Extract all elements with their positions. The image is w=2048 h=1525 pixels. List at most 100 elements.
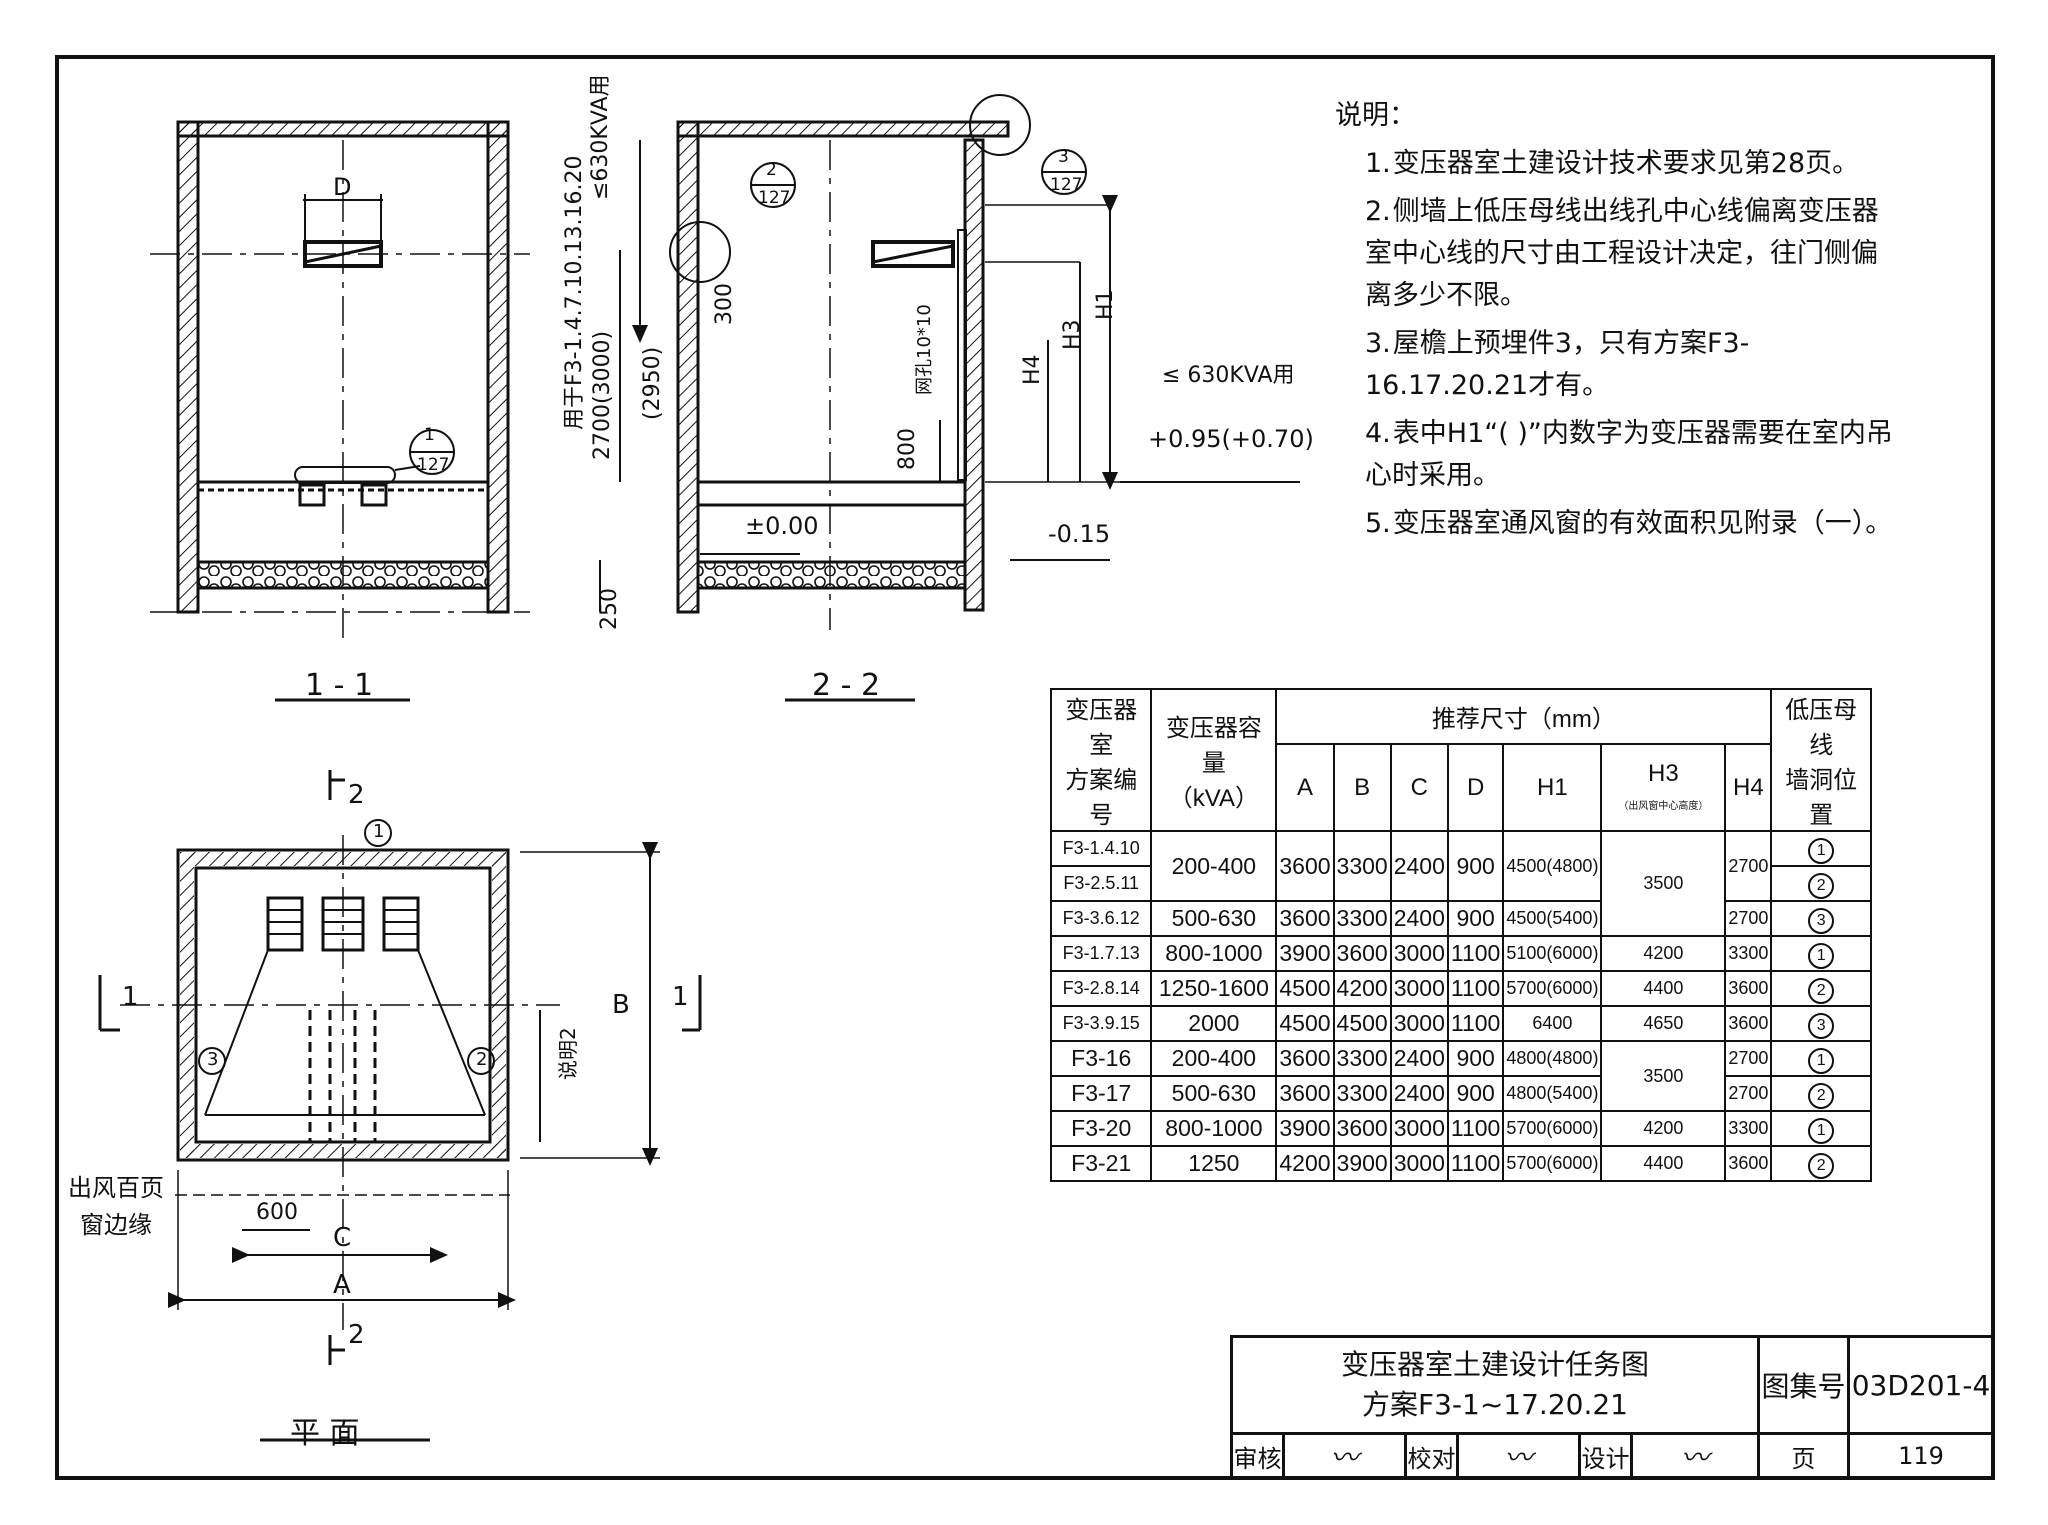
th-a: A [1275, 743, 1335, 832]
section-1-1 [150, 120, 530, 702]
note-2-ref: 说明2 [556, 1027, 580, 1080]
pos-1-label: 1 [373, 821, 385, 842]
dim-c: C [333, 1223, 352, 1253]
rail-block-2 [360, 483, 388, 507]
wall-back [676, 120, 700, 614]
pos-2-label: 2 [476, 1049, 488, 1070]
review-signature: 〰 [1282, 1432, 1407, 1480]
wall-right [486, 120, 510, 614]
detail-1-page: 127 [417, 455, 450, 475]
level-000: ±0.00 [745, 512, 819, 540]
detail-callout-3 [969, 94, 1031, 156]
detail-1-num: 1 [424, 425, 435, 445]
review-label: 审核 [1230, 1432, 1285, 1480]
note-item: 5.变压器室通风窗的有效面积见附录（一）。 [1365, 508, 1893, 539]
dim-2700: 2700(3000) [590, 330, 615, 460]
th-lv: 低压母线墙洞位置 [1770, 688, 1872, 832]
mesh-door [957, 229, 967, 481]
pos-marker-1 [364, 819, 392, 847]
wall-left [176, 120, 200, 614]
note-item: 4.表中H1“( )”内数字为变压器需要在室内吊心时采用。 [1365, 418, 1893, 491]
drawing-title: 变压器室土建设计任务图方案F3-1~17.20.21 [1230, 1335, 1760, 1435]
h4-label: H4 [1020, 354, 1045, 385]
floor-gravel-2 [696, 560, 967, 590]
cut-2-top: 2 [348, 780, 365, 810]
louver-1 [266, 896, 304, 952]
design-label: 设计 [1578, 1432, 1633, 1480]
notes-block: 说明： 1.变压器室土建设计技术要求见第28页。 2.侧墙上低压母线出线孔中心线… [1335, 95, 1895, 551]
section-1-1-title: 1 - 1 [305, 668, 374, 703]
note-630-right: ≤ 630KVA用 [1162, 363, 1295, 388]
dim-800: 800 [895, 428, 920, 470]
th-h3: H3（出风窗中心高度） [1600, 743, 1727, 832]
busbar-opening-2 [871, 240, 955, 268]
rail-block-1 [298, 483, 326, 507]
h1-label: H1 [1093, 289, 1118, 320]
dim-a: A [333, 1270, 351, 1300]
section-2-2 [599, 94, 1300, 702]
detail-3-num: 3 [1058, 147, 1069, 167]
drawing-frame [55, 55, 1995, 1480]
pos-3-label: 3 [207, 1049, 219, 1070]
th-h4: H4 [1724, 743, 1773, 832]
design-signature: 〰 [1630, 1432, 1760, 1480]
page-number: 119 [1847, 1432, 1995, 1480]
check-signature: 〰 [1456, 1432, 1581, 1480]
table-row: F3-2.5.11 2 [1049, 865, 1872, 902]
h3-label: H3 [1060, 319, 1085, 350]
dim-600: 600 [256, 1200, 298, 1225]
th-c: C [1389, 743, 1449, 832]
detail-2-num: 2 [766, 160, 777, 180]
roof-slab-2 [676, 120, 1010, 138]
atlas-label: 图集号 [1757, 1335, 1850, 1435]
dim-250: 250 [597, 588, 622, 630]
dim-300: 300 [712, 283, 737, 325]
title-block: 变压器室土建设计任务图方案F3-1~17.20.21 图集号 03D201-4 … [1230, 1335, 1995, 1480]
note-item: 3.屋檐上预埋件3，只有方案F3-16.17.20.21才有。 [1365, 328, 1750, 401]
atlas-number: 03D201-4 [1847, 1335, 1995, 1435]
detail-callout-2 [669, 221, 731, 283]
th-b: B [1332, 743, 1392, 832]
cut-1-left: 1 [122, 982, 139, 1012]
note-used-for: 用于F3-1.4.7.10.13.16.20 [562, 155, 587, 430]
section-2-2-title: 2 - 2 [812, 668, 881, 703]
detail-2-page: 127 [758, 188, 791, 208]
pos-marker-3 [198, 1047, 226, 1075]
th-capacity: 变压器容量（kVA） [1150, 688, 1278, 832]
outlet-label-1: 出风百页 [68, 1174, 164, 1202]
th-recommended: 推荐尺寸（mm） [1275, 687, 1773, 746]
note-item: 2.侧墙上低压母线出线孔中心线偏离变压器室中心线的尺寸由工程设计决定，往门侧偏离… [1365, 196, 1879, 311]
louver-3 [382, 896, 420, 952]
level-minus-015: -0.15 [1048, 520, 1111, 548]
cut-1-right: 1 [672, 982, 689, 1012]
outlet-label-2: 窗边缘 [80, 1211, 152, 1239]
mesh-label: 网孔10*10 [914, 304, 935, 395]
level-095: +0.95(+0.70) [1148, 425, 1314, 453]
wall-front [963, 138, 985, 612]
detail-3-page: 127 [1050, 175, 1083, 195]
plan-view [98, 770, 702, 1442]
cut-2-bottom: 2 [348, 1320, 365, 1350]
page-label: 页 [1757, 1432, 1850, 1480]
plan-title: 平 面 [290, 1416, 360, 1451]
th-h1: H1 [1502, 743, 1603, 832]
notes-heading: 说明： [1335, 100, 1416, 131]
spec-table: 变压器室方案编号 变压器容量（kVA） 推荐尺寸（mm） 低压母线墙洞位置 A … [1049, 687, 1872, 1182]
roof-slab [176, 120, 510, 138]
check-label: 校对 [1404, 1432, 1459, 1480]
th-scheme: 变压器室方案编号 [1049, 688, 1153, 832]
pos-marker-2 [467, 1047, 495, 1075]
dim-b: B [612, 990, 630, 1020]
note-item: 1.变压器室土建设计技术要求见第28页。 [1365, 148, 1860, 179]
dim-2950: (2950) [640, 346, 665, 420]
